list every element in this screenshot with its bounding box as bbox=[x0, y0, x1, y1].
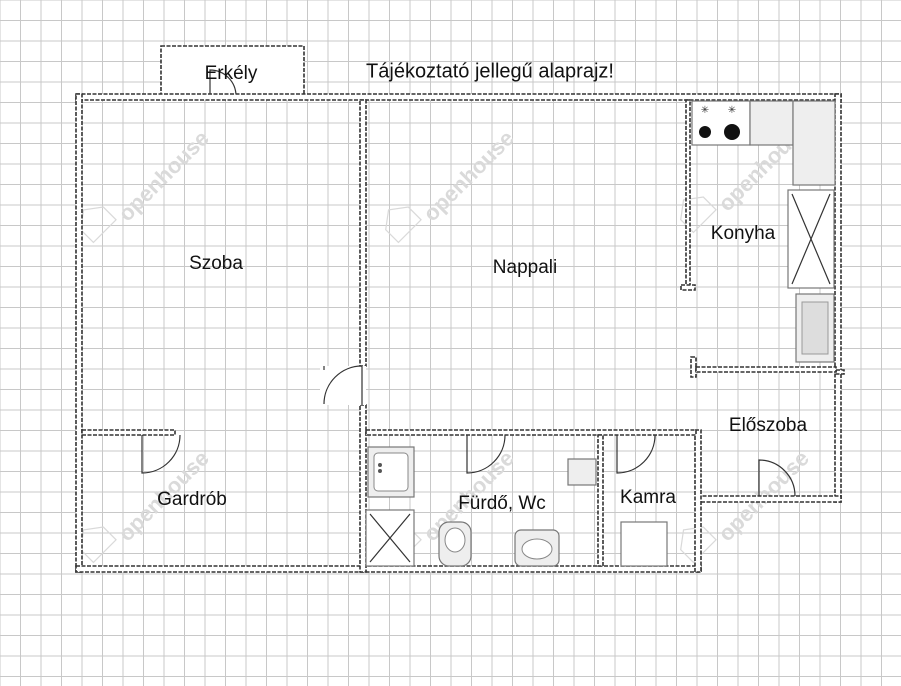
entrance-door-swing bbox=[758, 459, 796, 497]
svg-text:openhouse: openhouse bbox=[418, 126, 519, 227]
stove bbox=[691, 100, 751, 146]
room-label-erkely: Erkély bbox=[205, 63, 258, 84]
room-label-konyha: Konyha bbox=[711, 223, 776, 244]
burner-symbol-icon: ✳ bbox=[701, 105, 709, 116]
szoba-door-swing bbox=[323, 365, 363, 405]
counter bbox=[749, 100, 794, 146]
kitchen-fixtures: ✳ ✳ bbox=[691, 100, 836, 363]
room-label-nappali: Nappali bbox=[493, 257, 557, 278]
outer-walls bbox=[75, 93, 845, 573]
gardrob-door-swing bbox=[141, 434, 181, 474]
balcony-door-swing bbox=[209, 69, 237, 97]
bathroom-fixtures bbox=[365, 446, 597, 567]
watermark-logo: openhouse bbox=[385, 126, 519, 244]
pantry-shelf bbox=[620, 521, 668, 567]
counter-corner bbox=[792, 100, 836, 186]
stove-burner-icon bbox=[699, 126, 711, 138]
balcony bbox=[160, 45, 305, 97]
cabinet-cross-icon bbox=[791, 193, 831, 285]
kamra-door-swing bbox=[616, 434, 656, 474]
room-label-gardrob: Gardrób bbox=[157, 489, 227, 510]
room-label-szoba: Szoba bbox=[189, 253, 243, 274]
stove-burner-icon bbox=[724, 124, 740, 140]
doors bbox=[141, 365, 796, 497]
room-label-kamra: Kamra bbox=[620, 487, 676, 508]
boiler bbox=[567, 458, 597, 486]
burner-symbol-icon: ✳ bbox=[728, 105, 736, 116]
plan-title: Tájékoztató jellegű alaprajz! bbox=[366, 60, 614, 82]
room-label-furdo: Fürdő, Wc bbox=[458, 493, 546, 514]
shower-cross-icon bbox=[369, 513, 411, 563]
room-label-eloszoba: Előszoba bbox=[729, 415, 808, 436]
furdo-door-swing bbox=[466, 434, 506, 474]
